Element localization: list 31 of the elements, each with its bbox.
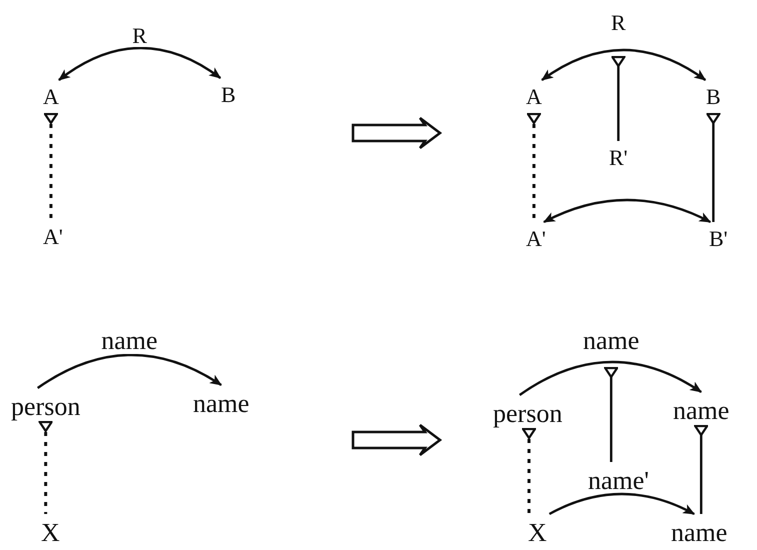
- node-label: X: [525, 514, 550, 548]
- curved-arrow: [548, 492, 696, 516]
- connector-line: [694, 424, 708, 514]
- curved-arrow: [37, 354, 222, 389]
- node-label: X: [38, 514, 63, 548]
- curved-arrow: [58, 46, 222, 81]
- node-label: B: [218, 78, 239, 112]
- connector-line: [604, 366, 618, 462]
- node-label: name': [585, 462, 652, 496]
- node-label: person: [8, 388, 84, 422]
- node-label: A': [523, 222, 549, 256]
- curved-arrow: [543, 198, 712, 224]
- node-label: name: [668, 514, 730, 548]
- node-label: name: [580, 322, 642, 368]
- node-label: B: [703, 80, 724, 114]
- node-label: name: [670, 392, 732, 426]
- node-label: R: [608, 6, 629, 57]
- node-label: A': [40, 220, 66, 254]
- node-label: B': [706, 222, 731, 256]
- dotted-line: [44, 112, 58, 220]
- curved-arrow: [541, 48, 706, 81]
- node-label: A: [523, 80, 545, 114]
- node-label: A: [40, 80, 62, 114]
- node-label: name: [190, 385, 252, 419]
- node-label: R': [606, 141, 631, 175]
- connector-line: [706, 112, 720, 222]
- curved-arrow: [519, 360, 702, 396]
- dotted-line: [522, 428, 536, 514]
- connector-line: [611, 56, 626, 141]
- dotted-line: [38, 420, 53, 514]
- node-label: person: [490, 395, 566, 429]
